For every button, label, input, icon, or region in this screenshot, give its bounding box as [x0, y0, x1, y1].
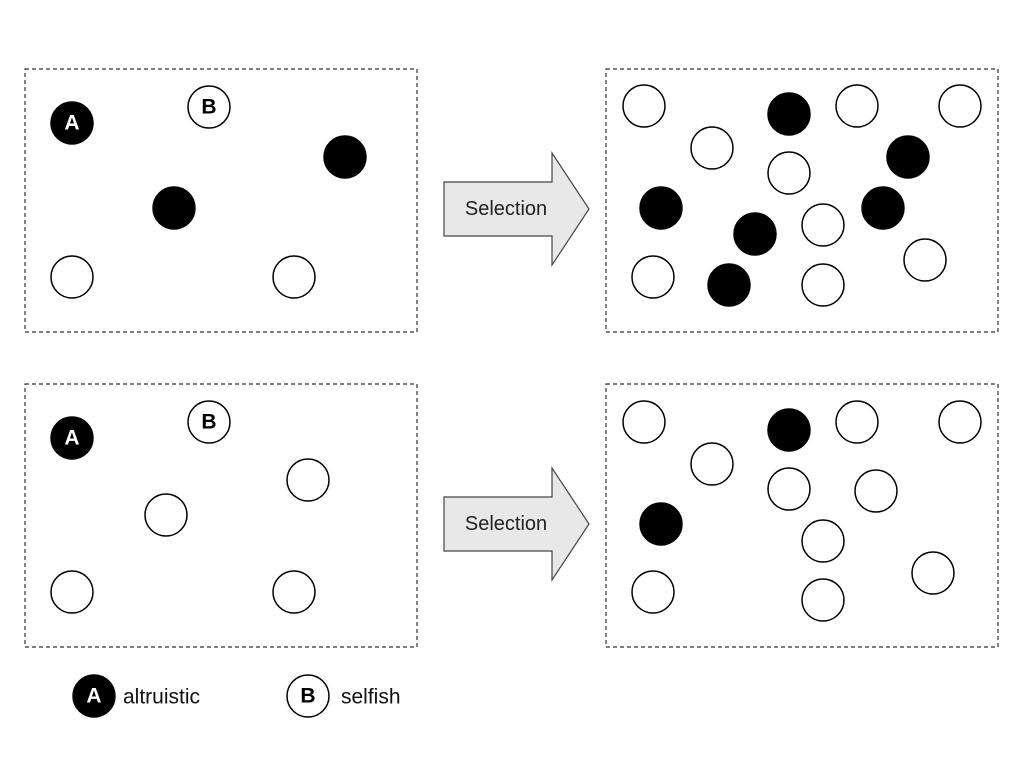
panel-frame [605, 68, 999, 333]
selfish-individual [801, 519, 845, 563]
scenario-1: A B Selection [24, 68, 999, 333]
selfish-individual [690, 442, 734, 486]
selfish-legend-marker [286, 674, 330, 718]
selection-arrow: Selection [443, 151, 590, 267]
altruistic-individual [639, 186, 683, 230]
arrow-shape [443, 466, 590, 582]
selfish-individual [767, 467, 811, 511]
selfish-individual [903, 238, 947, 282]
selfish-marker [187, 85, 231, 129]
selfish-individual [690, 126, 734, 170]
arrow-label: Selection [465, 513, 547, 535]
selfish-individual [911, 551, 955, 595]
panel-frame [24, 383, 418, 648]
selfish-individual [938, 84, 982, 128]
altruistic-marker-letter: A [64, 112, 79, 135]
selfish-marker-letter: B [201, 96, 216, 119]
altruistic-individual [733, 212, 777, 256]
legend-item-selfish: B selfish [286, 674, 401, 718]
altruistic-marker [50, 416, 94, 460]
altruistic-individual [639, 502, 683, 546]
altruistic-individual [767, 408, 811, 452]
legend: A altruistic B selfish [72, 674, 401, 718]
scenario-2-before-panel: A B [24, 383, 418, 648]
selfish-marker-letter: B [201, 411, 216, 434]
selfish-individual [286, 458, 330, 502]
selfish-individual [50, 255, 94, 299]
altruistic-marker-letter: A [64, 427, 79, 450]
selfish-individual [835, 400, 879, 444]
altruistic-individual [323, 135, 367, 179]
scenario-2: A B Selection [24, 383, 999, 648]
legend-altruistic-label: altruistic [123, 686, 200, 709]
arrow-shape [443, 151, 590, 267]
altruistic-legend-marker [72, 674, 116, 718]
selfish-individual [835, 84, 879, 128]
selfish-individual: B [187, 85, 231, 129]
selfish-individual [631, 255, 675, 299]
selfish-individual [801, 203, 845, 247]
altruistic-individual [707, 263, 751, 307]
selfish-individual [622, 84, 666, 128]
panel-frame [605, 383, 999, 648]
selfish-individual [801, 578, 845, 622]
altruistic-individual [152, 186, 196, 230]
selfish-individual [272, 570, 316, 614]
selfish-individual [50, 570, 94, 614]
arrow-label: Selection [465, 198, 547, 220]
selfish-individual [767, 151, 811, 195]
scenario-1-before-panel: A B [24, 68, 418, 333]
selfish-individual [144, 493, 188, 537]
scenario-1-after-panel [605, 68, 999, 333]
legend-selfish-label: selfish [341, 686, 401, 709]
selfish-individual [854, 469, 898, 513]
altruistic-individual [886, 135, 930, 179]
selfish-marker [187, 400, 231, 444]
selfish-individual [938, 400, 982, 444]
selfish-individual [631, 570, 675, 614]
selection-arrow: Selection [443, 466, 590, 582]
selfish-individual [801, 263, 845, 307]
altruistic-individual [767, 92, 811, 136]
legend-altruistic-letter: A [86, 685, 101, 708]
selfish-individual [622, 400, 666, 444]
selfish-individual [272, 255, 316, 299]
legend-selfish-letter: B [300, 685, 315, 708]
legend-item-altruistic: A altruistic [72, 674, 200, 718]
altruistic-individual: A [50, 101, 94, 145]
altruistic-individual: A [50, 416, 94, 460]
altruistic-marker [50, 101, 94, 145]
panel-frame [24, 68, 418, 333]
selfish-individual: B [187, 400, 231, 444]
scenario-2-after-panel [605, 383, 999, 648]
altruistic-individual [861, 186, 905, 230]
